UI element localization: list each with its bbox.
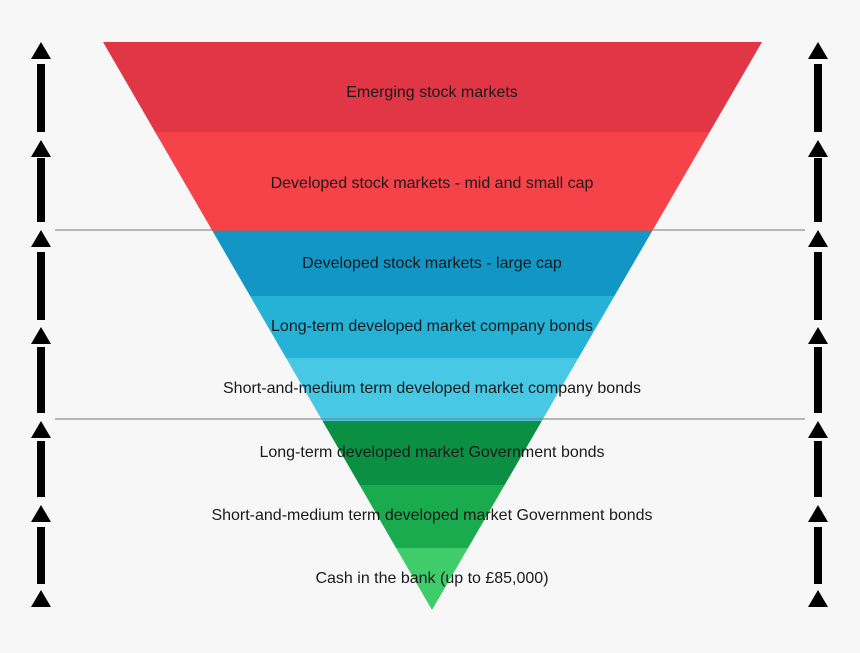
funnel-band-label-7: Short-and-medium term developed market G… <box>211 507 652 524</box>
left-arrow-head-4 <box>31 327 51 344</box>
right-arrow-head-7 <box>808 590 828 607</box>
right-arrow-shaft-3 <box>814 252 822 320</box>
funnel-band-4 <box>250 296 615 358</box>
right-arrow-shaft-4 <box>814 347 822 413</box>
section-dividers <box>55 229 805 420</box>
left-arrow-head-2 <box>31 140 51 157</box>
right-arrow-head-1 <box>808 42 828 59</box>
funnel-band-6 <box>322 421 542 485</box>
left-arrow-head-6 <box>31 505 51 522</box>
left-arrow-head-3 <box>31 230 51 247</box>
funnel-band-label-2: Developed stock markets - mid and small … <box>271 175 594 192</box>
left-arrow-shaft-3 <box>37 252 45 320</box>
right-arrow-head-3 <box>808 230 828 247</box>
left-arrow-head-7 <box>31 590 51 607</box>
funnel-band-7 <box>359 485 505 548</box>
funnel-band-label-6: Long-term developed market Government bo… <box>259 444 604 461</box>
right-arrow-shaft-6 <box>814 527 822 584</box>
right-arrow-head-5 <box>808 421 828 438</box>
funnel-band-3 <box>212 231 653 296</box>
funnel-band-8 <box>396 548 469 610</box>
left-arrow-column <box>31 42 51 607</box>
funnel-band-2 <box>155 132 710 231</box>
funnel-bands <box>103 42 762 610</box>
left-arrow-head-1 <box>31 42 51 59</box>
right-arrow-shaft-1 <box>814 64 822 132</box>
left-arrow-shaft-1 <box>37 64 45 132</box>
funnel-band-label-8: Cash in the bank (up to £85,000) <box>315 570 548 587</box>
left-arrow-shaft-4 <box>37 347 45 413</box>
left-arrow-shaft-2 <box>37 158 45 222</box>
funnel-band-label-1: Emerging stock markets <box>346 84 518 101</box>
funnel-band-label-3: Developed stock markets - large cap <box>302 255 562 272</box>
left-arrow-head-5 <box>31 421 51 438</box>
left-arrow-shaft-6 <box>37 527 45 584</box>
funnel-band-label-4: Long-term developed market company bonds <box>271 318 593 335</box>
right-arrow-shaft-5 <box>814 441 822 497</box>
funnel-band-5 <box>286 358 579 421</box>
right-arrow-head-2 <box>808 140 828 157</box>
right-arrow-column <box>808 42 828 607</box>
left-arrow-shaft-5 <box>37 441 45 497</box>
right-arrow-head-6 <box>808 505 828 522</box>
funnel-band-1 <box>103 42 762 132</box>
funnel-band-label-5: Short-and-medium term developed market c… <box>223 380 641 397</box>
right-arrow-head-4 <box>808 327 828 344</box>
right-arrow-shaft-2 <box>814 158 822 222</box>
